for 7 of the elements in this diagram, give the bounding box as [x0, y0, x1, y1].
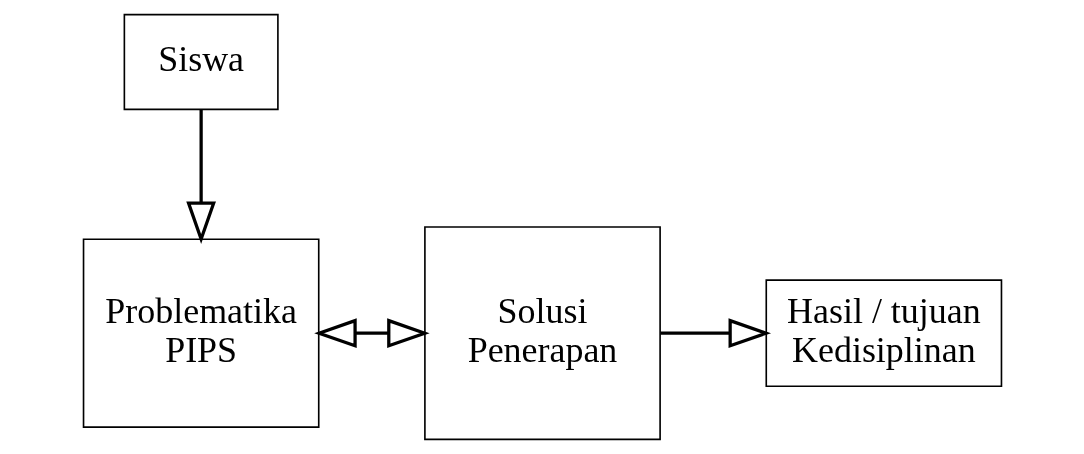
- node-box: Hasil / tujuan Kedisiplinan: [764, 279, 1002, 388]
- arrow: [660, 318, 771, 349]
- node-box: Solusi Penerapan: [423, 226, 661, 441]
- node-box: Problematika PIPS: [82, 238, 320, 428]
- node-box: Siswa: [123, 13, 279, 111]
- arrow: [185, 109, 216, 244]
- arrow: [313, 318, 430, 349]
